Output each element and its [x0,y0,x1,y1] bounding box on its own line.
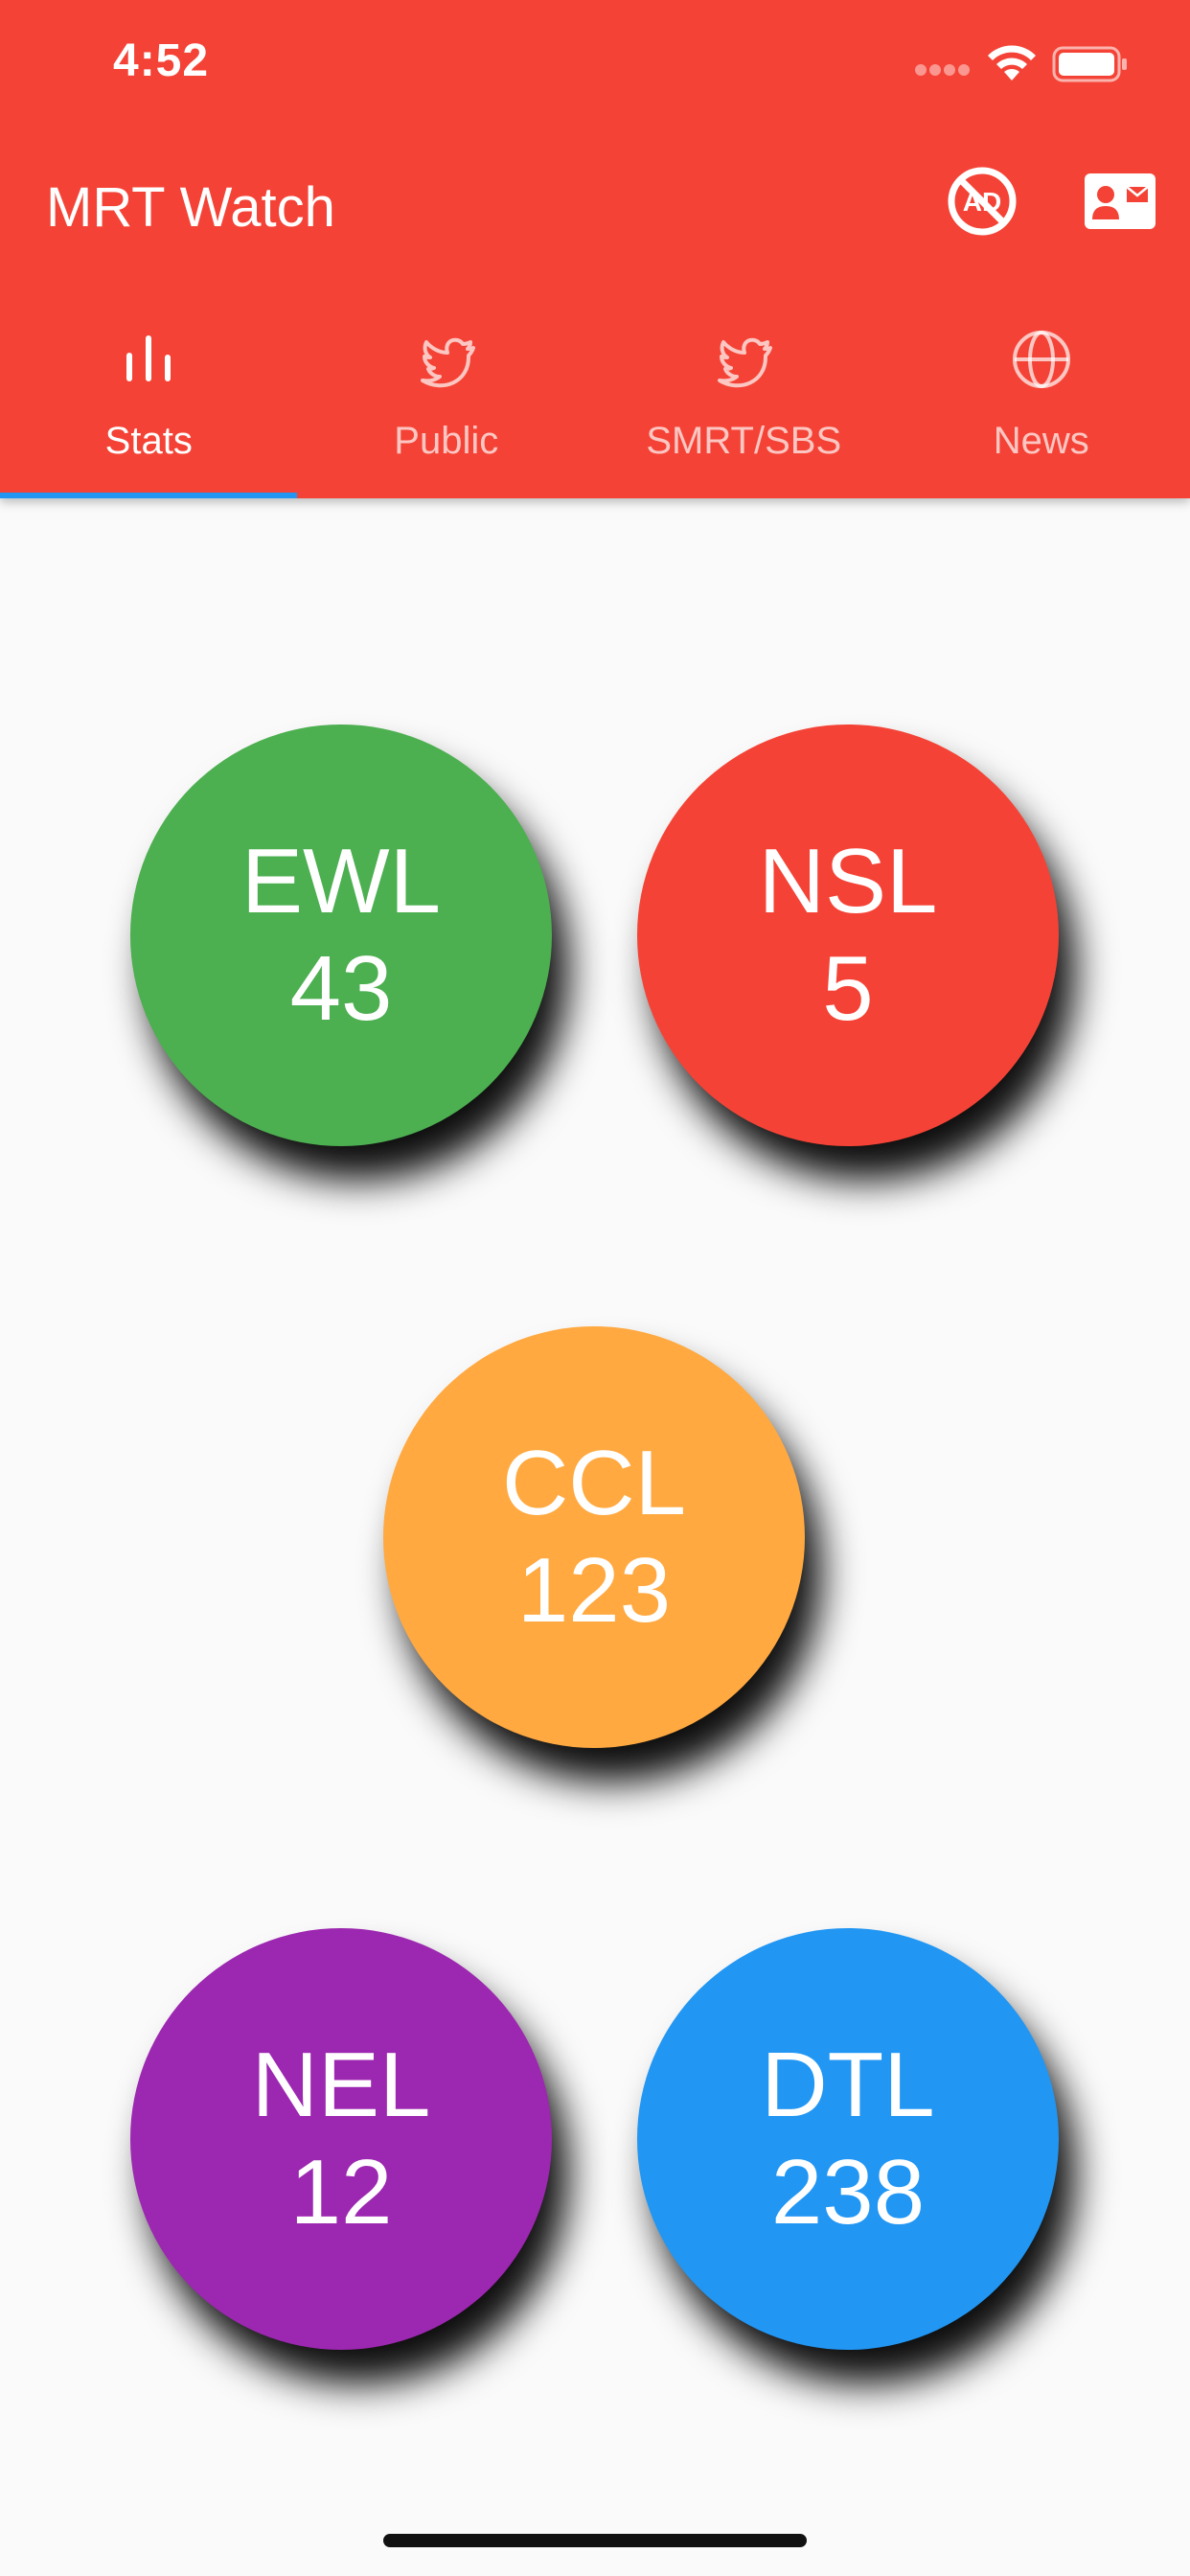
tab-smrt-sbs[interactable]: SMRT/SBS [595,307,893,498]
line-circle-ccl[interactable]: CCL 123 [383,1326,805,1748]
line-count: 5 [822,937,874,1040]
line-count: 238 [770,2141,926,2243]
line-name: NEL [251,2034,431,2136]
line-name: NSL [758,830,938,932]
line-count: 12 [289,2141,393,2243]
twitter-bird-icon [718,337,773,388]
wifi-icon [988,45,1036,80]
home-indicator[interactable] [383,2534,807,2547]
status-time: 4:52 [113,35,210,86]
contact-button[interactable] [1077,158,1163,244]
app-bar: 4:52 MRT Watch AD [0,0,1190,498]
bar-chart-icon [126,335,172,381]
line-name: EWL [240,830,442,932]
toolbar: MRT Watch AD [0,129,1190,288]
line-circle-nsl[interactable]: NSL 5 [637,724,1059,1146]
no-ads-button[interactable]: AD [939,158,1025,244]
line-name: DTL [761,2034,935,2136]
status-bar: 4:52 [0,0,1190,129]
line-circle-nel[interactable]: NEL 12 [130,1928,552,2350]
twitter-bird-icon [420,337,475,388]
tab-label: SMRT/SBS [646,420,842,462]
tab-indicator [0,493,297,498]
line-name: CCL [501,1432,687,1534]
tab-label: News [993,420,1089,462]
app-title: MRT Watch [46,176,335,239]
cellular-signal-icon [915,63,973,77]
tab-label: Public [394,420,499,462]
tab-stats[interactable]: Stats [0,307,298,498]
contact-mail-icon [1085,173,1156,229]
line-circle-dtl[interactable]: DTL 238 [637,1928,1059,2350]
tab-bar: Stats Public SMRT/SBS [0,307,1190,498]
tab-public[interactable]: Public [298,307,596,498]
line-count: 43 [289,937,393,1040]
line-count: 123 [516,1539,672,1642]
tab-news[interactable]: News [893,307,1190,498]
battery-icon [1052,46,1127,82]
no-ads-icon: AD [948,167,1017,236]
tab-label: Stats [104,420,193,462]
globe-icon [1012,331,1070,388]
line-circle-ewl[interactable]: EWL 43 [130,724,552,1146]
